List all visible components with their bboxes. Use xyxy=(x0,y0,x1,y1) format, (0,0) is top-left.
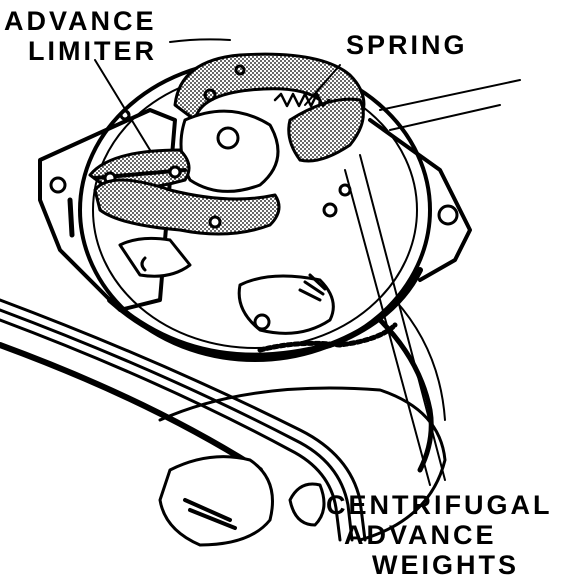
advance-limiter-label-line1: ADVANCE xyxy=(4,6,157,36)
weights-label-line2: ADVANCE xyxy=(344,520,497,550)
distributor-base xyxy=(158,299,447,547)
lower-mechanism xyxy=(237,273,398,353)
advance-limiter-leader xyxy=(94,38,231,151)
spring-label: SPRING xyxy=(346,30,468,60)
lower-advance-weight xyxy=(93,178,281,236)
advance-spring xyxy=(273,92,331,108)
leader-lines xyxy=(94,38,446,486)
wire-harness xyxy=(0,298,367,542)
right-advance-weight xyxy=(287,97,365,163)
advance-limiter-label-line2: LIMITER xyxy=(28,36,157,66)
weights-label-line3: WEIGHTS xyxy=(372,550,519,578)
weights-label-line1: CENTRIFUGAL xyxy=(326,490,552,520)
weights-leader-1 xyxy=(344,169,431,486)
spring-leader xyxy=(304,64,341,106)
cam-hub xyxy=(179,109,280,193)
weights-leader-2 xyxy=(359,154,446,481)
